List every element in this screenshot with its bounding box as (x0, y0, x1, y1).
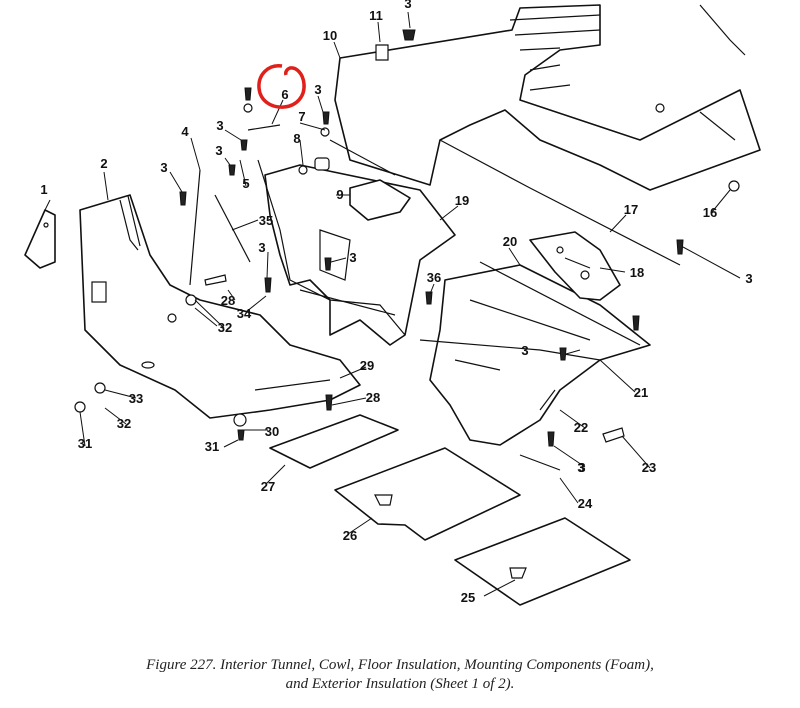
callout-3: 3 (314, 82, 321, 97)
callout-25: 25 (461, 590, 475, 605)
callout-3: 3 (577, 460, 584, 475)
callout-16: 16 (703, 205, 717, 220)
caption-line-1: Figure 227. Interior Tunnel, Cowl, Floor… (146, 657, 654, 673)
callout-1: 1 (40, 182, 47, 197)
figure-caption: Figure 227. Interior Tunnel, Cowl, Floor… (0, 656, 800, 694)
callout-28: 28 (366, 390, 380, 405)
callout-35: 35 (259, 213, 273, 228)
callout-27: 27 (261, 479, 275, 494)
callout-3: 3 (578, 460, 585, 475)
callout-3: 3 (160, 160, 167, 175)
leader-lines (44, 11, 741, 597)
hardware (74, 29, 740, 447)
callout-8: 8 (293, 131, 300, 146)
callout-21: 21 (634, 385, 648, 400)
interior-tunnel-cover (264, 164, 456, 346)
callout-3: 3 (349, 250, 356, 265)
side-bracket (24, 209, 56, 269)
callout-36: 36 (427, 270, 441, 285)
cowl-panel (334, 4, 761, 191)
callout-30: 30 (265, 424, 279, 439)
highlight-circle (257, 64, 306, 109)
floor-insulation-26 (334, 447, 521, 541)
callout-31: 31 (205, 439, 219, 454)
callout-34: 34 (237, 306, 252, 321)
callout-32: 32 (218, 320, 232, 335)
callout-28: 28 (221, 293, 235, 308)
callout-18: 18 (630, 265, 644, 280)
callout-7: 7 (298, 109, 305, 124)
callout-24: 24 (578, 496, 593, 511)
callout-19: 19 (455, 193, 469, 208)
callout-31: 31 (78, 436, 92, 451)
caption-line-2: and Exterior Insulation (Sheet 1 of 2). (285, 676, 515, 692)
callout-3: 3 (404, 0, 411, 11)
callout-3: 3 (216, 118, 223, 133)
callout-3: 3 (521, 343, 528, 358)
lower-tunnel-section (429, 264, 651, 446)
mounting-plate (529, 231, 621, 301)
callout-9: 9 (336, 187, 343, 202)
floor-pan-insulation (79, 194, 361, 419)
callout-3: 3 (258, 240, 265, 255)
exploded-parts-diagram: 1 2 3 3 3 3 3 3 3 3 3 3 3 4 5 6 7 8 9 10… (24, 0, 761, 606)
callout-5: 5 (242, 176, 249, 191)
callout-17: 17 (624, 202, 638, 217)
floor-insulation-27 (269, 414, 399, 469)
callout-10: 10 (323, 28, 337, 43)
callout-33: 33 (129, 391, 143, 406)
tunnel-pad (349, 179, 411, 221)
callout-6: 6 (281, 87, 288, 102)
callout-32: 32 (117, 416, 131, 431)
callout-3: 3 (745, 271, 752, 286)
callout-23: 23 (642, 460, 656, 475)
callout-3: 3 (215, 143, 222, 158)
callout-2: 2 (100, 156, 107, 171)
callout-4: 4 (181, 124, 189, 139)
callout-26: 26 (343, 528, 357, 543)
callout-29: 29 (360, 358, 374, 373)
callout-22: 22 (574, 420, 588, 435)
straps (189, 4, 746, 471)
callouts: 1 2 3 3 3 3 3 3 3 3 3 3 3 4 5 6 7 8 9 10… (40, 0, 752, 605)
callout-11: 11 (369, 8, 383, 23)
callout-20: 20 (503, 234, 517, 249)
floor-insulation-25 (454, 517, 631, 606)
